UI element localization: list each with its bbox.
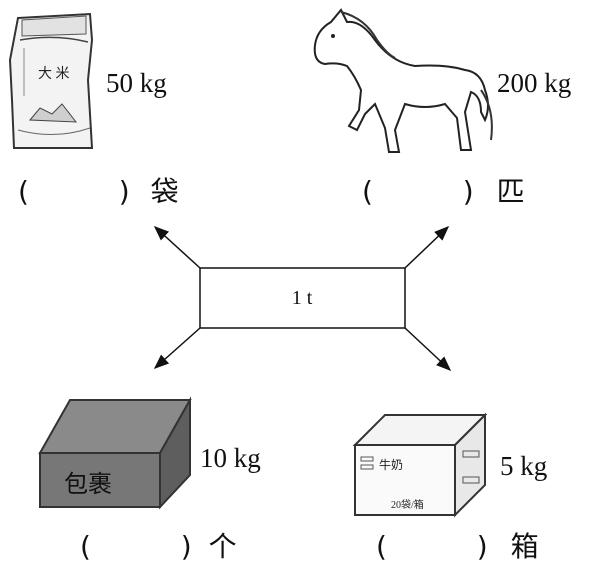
rice-bag-label: 大 米 (38, 66, 70, 82)
parcel-close-paren: ) (180, 530, 192, 563)
parcel-box-icon: 包裹 (38, 396, 192, 510)
horse-unit: 匹 (496, 175, 525, 208)
horse-weight: 200 kg (497, 68, 572, 98)
horse-open-paren: ( (362, 175, 373, 208)
milk-close-paren: ) (476, 530, 488, 563)
parcel-open-paren: ( (80, 530, 91, 563)
arrow-to-rice (153, 225, 201, 269)
parcel-box-label: 包裹 (64, 470, 112, 498)
horse-close-paren: ) (462, 175, 474, 208)
arrow-to-milk (404, 327, 452, 372)
parcel-weight: 10 kg (200, 443, 261, 473)
parcel-unit: 个 (208, 530, 237, 563)
rice-bag-icon: 大 米 (8, 12, 94, 149)
milk-open-paren: ( (376, 530, 387, 563)
milk-box-label: 牛奶 (379, 457, 403, 472)
rice-weight: 50 kg (106, 68, 167, 98)
rice-answer-blank: ( ) 袋 (18, 170, 179, 210)
horse-answer-blank: ( ) 匹 (362, 170, 525, 210)
horse-icon (313, 8, 493, 153)
milk-weight: 5 kg (500, 451, 548, 481)
arrow-to-horse (404, 225, 450, 269)
center-box (199, 267, 406, 329)
center-label: 1 t (292, 287, 313, 309)
rice-open-paren: ( (18, 175, 29, 208)
milk-unit: 箱 (510, 530, 539, 563)
rice-close-paren: ) (118, 175, 130, 208)
milk-box-count: 20袋/箱 (391, 498, 424, 511)
parcel-answer-blank: ( ) 个 (80, 525, 237, 565)
milk-box-icon: 牛奶 20袋/箱 (352, 412, 488, 518)
rice-unit: 袋 (150, 175, 179, 208)
arrow-to-parcel (153, 327, 201, 369)
milk-answer-blank: ( ) 箱 (376, 525, 539, 565)
